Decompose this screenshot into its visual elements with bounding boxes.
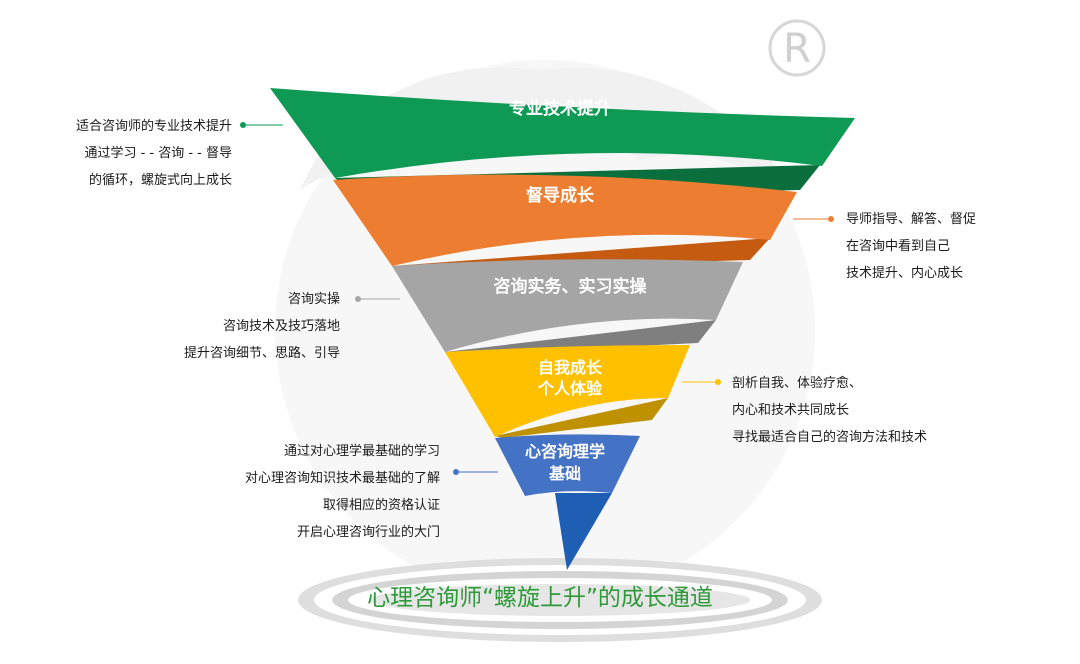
annotation-2-line-3: 技术提升、内心成长 <box>846 266 964 281</box>
stage-4-shape <box>445 345 690 437</box>
annotation-2-line-1: 导师指导、解答、督促 <box>846 212 977 227</box>
annotation-3-line-1: 咨询实操 <box>287 292 340 307</box>
annotation-3-line-3: 提升咨询细节、思路、引导 <box>183 346 340 361</box>
annotation-1-line-3: 的循环，螺旋式向上成长 <box>88 173 232 188</box>
stage-2-label: 督导成长 <box>526 186 594 206</box>
annotation-5-line-4: 开启心理咨询行业的大门 <box>296 525 440 540</box>
annotation-4: 剖析自我、体验疗愈、 内心和技术共同成长 寻找最适合自己的咨询方法和技术 <box>732 370 972 451</box>
stage-1-label: 专业技术提升 <box>509 99 611 119</box>
stage-5-shape <box>495 434 640 496</box>
stage-3-shape <box>392 259 743 352</box>
annotation-1-line-1: 适合咨询师的专业技术提升 <box>75 119 232 134</box>
annotation-4-line-2: 内心和技术共同成长 <box>732 403 850 418</box>
funnel-tip <box>555 493 612 570</box>
stage-2-shape <box>333 174 797 266</box>
annotation-4-line-1: 剖析自我、体验疗愈、 <box>732 376 863 391</box>
annotation-2-line-2: 在咨询中看到自己 <box>846 239 951 254</box>
stage-4-label-line1: 自我成长 <box>537 358 602 377</box>
registered-mark-circle <box>768 19 826 77</box>
annotation-5-line-2: 对心理咨询知识技术最基础的了解 <box>244 471 440 486</box>
stage-5-label-line2: 基础 <box>548 464 581 483</box>
annotation-5-line-1: 通过对心理学最基础的学习 <box>283 444 440 459</box>
annotation-3-line-2: 咨询技术及技巧落地 <box>222 319 340 334</box>
base-rings <box>298 558 822 642</box>
stage-1-shape <box>270 88 855 178</box>
annotation-5-line-3: 取得相应的资格认证 <box>322 498 440 513</box>
annotation-3: 咨询实操 咨询技术及技巧落地 提升咨询细节、思路、引导 <box>120 286 340 367</box>
annotation-5: 通过对心理学最基础的学习 对心理咨询知识技术最基础的了解 取得相应的资格认证 开… <box>180 438 440 546</box>
diagram-title: 心理咨询师“螺旋上升”的成长通道 <box>367 585 713 611</box>
annotation-1: 适合咨询师的专业技术提升 通过学习 - - 咨询 - - 督导 的循环，螺旋式向… <box>20 113 232 194</box>
connectors <box>240 122 834 475</box>
annotation-4-line-3: 寻找最适合自己的咨询方法和技术 <box>732 430 928 445</box>
stage-4-label-line2: 个人体验 <box>537 379 602 398</box>
annotation-1-line-2: 通过学习 - - 咨询 - - 督导 <box>84 146 232 161</box>
annotation-2: 导师指导、解答、督促 在咨询中看到自己 技术提升、内心成长 <box>846 206 1046 287</box>
stage-3-label: 咨询实务、实习实操 <box>493 277 647 297</box>
band-3 <box>445 320 716 355</box>
band-4 <box>495 398 668 438</box>
registered-mark: R <box>783 26 811 72</box>
stage-5-label-line1: 心咨询理学 <box>524 442 605 461</box>
